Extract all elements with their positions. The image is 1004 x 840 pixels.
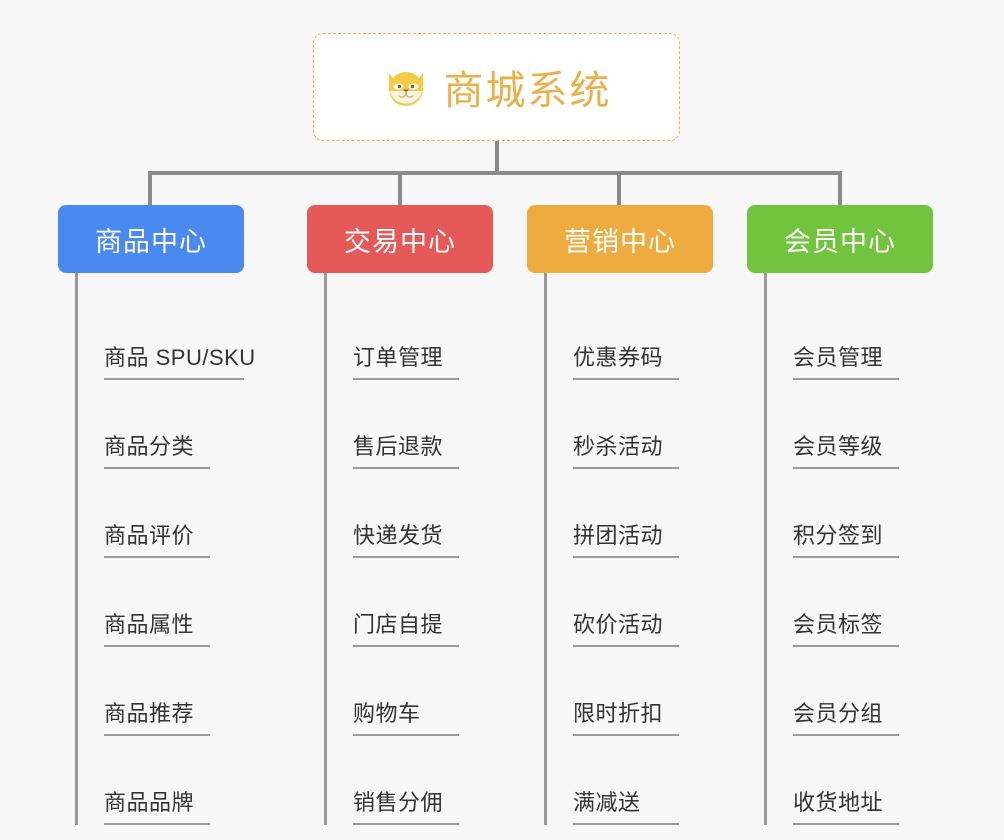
leaf-label: 会员管理 [793,345,899,380]
list-item[interactable]: 会员管理 [747,291,933,380]
list-item[interactable]: 收货地址 [747,736,933,825]
connector-drop-4 [838,171,842,205]
root-title: 商城系统 [443,69,612,113]
list-item[interactable]: 售后退款 [307,380,493,469]
category-column-2: 交易中心 订单管理 售后退款 快递发货 门店自提 购物车 销售分佣 [307,205,493,825]
leaf-spine [324,273,327,825]
connector-drop-1 [148,171,152,205]
list-item[interactable]: 商品 SPU/SKU [58,291,255,380]
leaf-label: 收货地址 [793,790,899,825]
category-label: 交易中心 [344,226,456,257]
leaf-label: 积分签到 [793,523,899,558]
leaf-label: 售后退款 [353,434,459,469]
category-box-marketing[interactable]: 营销中心 [527,205,713,273]
leaf-label: 门店自提 [353,612,459,647]
connector-bus [148,171,842,175]
leaf-label: 购物车 [353,701,459,736]
category-column-1: 商品中心 商品 SPU/SKU 商品分类 商品评价 商品属性 商品推荐 商品品牌 [58,205,255,825]
leaf-list-trade: 订单管理 售后退款 快递发货 门店自提 购物车 销售分佣 [307,273,493,825]
list-item[interactable]: 会员标签 [747,558,933,647]
leaf-label: 商品评价 [104,523,210,558]
list-item[interactable]: 满减送 [527,736,713,825]
leaf-label: 会员等级 [793,434,899,469]
list-item[interactable]: 购物车 [307,647,493,736]
list-item[interactable]: 拼团活动 [527,469,713,558]
list-item[interactable]: 积分签到 [747,469,933,558]
leaf-label: 商品分类 [104,434,210,469]
list-item[interactable]: 商品分类 [58,380,244,469]
leaf-label: 会员分组 [793,701,899,736]
leaf-label: 订单管理 [353,345,459,380]
list-item[interactable]: 商品推荐 [58,647,244,736]
leaf-spine [764,273,767,825]
list-item[interactable]: 销售分佣 [307,736,493,825]
leaf-list-product: 商品 SPU/SKU 商品分类 商品评价 商品属性 商品推荐 商品品牌 [58,273,255,825]
leaf-label: 快递发货 [353,523,459,558]
category-column-4: 会员中心 会员管理 会员等级 积分签到 会员标签 会员分组 收货地址 [747,205,933,825]
category-label: 会员中心 [784,226,896,257]
connector-stem [495,141,499,173]
leaf-label: 限时折扣 [573,701,679,736]
list-item[interactable]: 商品品牌 [58,736,244,825]
leaf-list-marketing: 优惠券码 秒杀活动 拼团活动 砍价活动 限时折扣 满减送 [527,273,713,825]
dog-face-icon [382,63,430,111]
category-box-member[interactable]: 会员中心 [747,205,933,273]
leaf-label: 商品品牌 [104,790,210,825]
list-item[interactable]: 商品评价 [58,469,244,558]
list-item[interactable]: 快递发货 [307,469,493,558]
list-item[interactable]: 订单管理 [307,291,493,380]
leaf-label: 商品 SPU/SKU [104,345,255,380]
leaf-label: 秒杀活动 [573,434,679,469]
leaf-spine [75,273,78,825]
leaf-list-member: 会员管理 会员等级 积分签到 会员标签 会员分组 收货地址 [747,273,933,825]
category-column-3: 营销中心 优惠券码 秒杀活动 拼团活动 砍价活动 限时折扣 满减送 [527,205,713,825]
list-item[interactable]: 秒杀活动 [527,380,713,469]
leaf-label: 商品推荐 [104,701,210,736]
list-item[interactable]: 商品属性 [58,558,244,647]
leaf-label: 拼团活动 [573,523,679,558]
root-node[interactable]: 商城系统 [313,33,680,141]
list-item[interactable]: 会员等级 [747,380,933,469]
list-item[interactable]: 砍价活动 [527,558,713,647]
category-box-trade[interactable]: 交易中心 [307,205,493,273]
category-box-product[interactable]: 商品中心 [58,205,244,273]
category-label: 营销中心 [564,226,676,257]
category-label: 商品中心 [95,226,207,257]
list-item[interactable]: 会员分组 [747,647,933,736]
connector-drop-2 [398,171,402,205]
leaf-label: 优惠券码 [573,345,679,380]
leaf-label: 销售分佣 [353,790,459,825]
leaf-label: 满减送 [573,790,679,825]
leaf-label: 砍价活动 [573,612,679,647]
leaf-label: 商品属性 [104,612,210,647]
leaf-spine [544,273,547,825]
connector-drop-3 [617,171,621,205]
list-item[interactable]: 门店自提 [307,558,493,647]
list-item[interactable]: 优惠券码 [527,291,713,380]
list-item[interactable]: 限时折扣 [527,647,713,736]
leaf-label: 会员标签 [793,612,899,647]
